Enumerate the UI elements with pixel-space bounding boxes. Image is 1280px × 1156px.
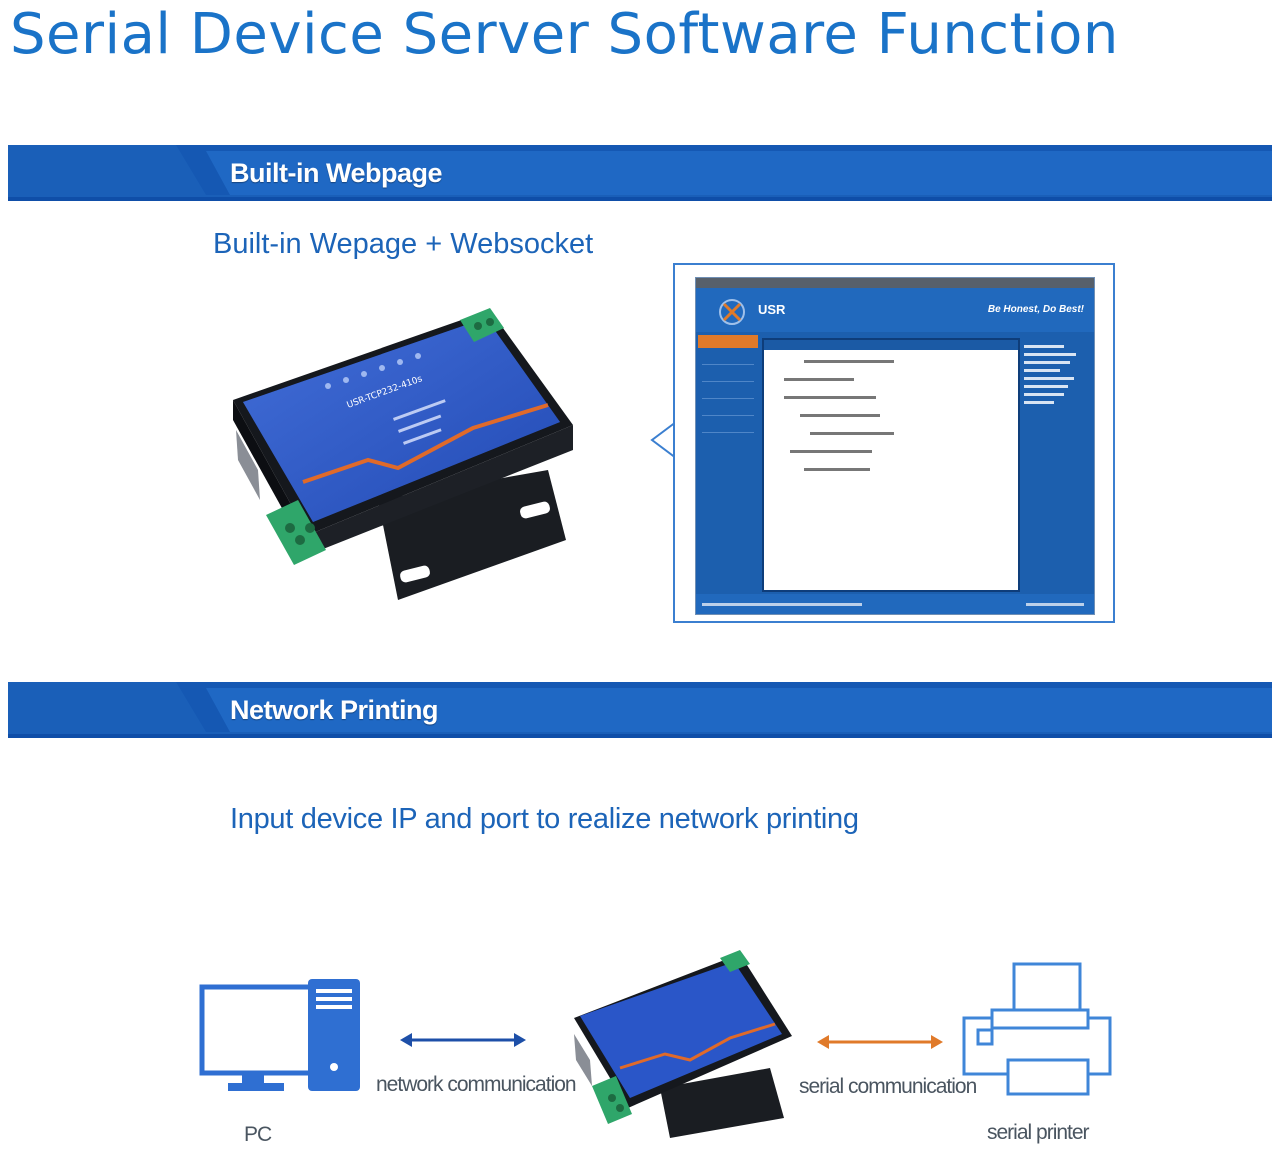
serial-device-server-small-image <box>570 948 800 1153</box>
webpage-screenshot: USR Be Honest, Do Best! <box>673 263 1115 623</box>
web-text-line <box>804 468 870 471</box>
section-banner-printing: Network Printing <box>8 682 1272 738</box>
serial-arrow-icon <box>815 1032 945 1057</box>
web-text-line <box>804 360 894 363</box>
banner-label: Network Printing <box>230 695 439 725</box>
web-menu-item[interactable] <box>702 351 754 365</box>
web-text-line <box>800 414 880 417</box>
pc-icon <box>198 975 368 1110</box>
web-window-titlebar <box>696 278 1094 288</box>
webpage-subheading: Built-in Wepage + Websocket <box>213 228 594 260</box>
section-banner-webpage: Built-in Webpage <box>8 145 1272 201</box>
web-menu-item[interactable] <box>702 419 754 433</box>
network-link-label: network communication <box>376 1073 577 1096</box>
serial-link-label: serial communication <box>799 1075 977 1098</box>
web-text-line <box>784 396 876 399</box>
web-config-window: USR Be Honest, Do Best! <box>695 277 1095 615</box>
web-sidebar-menu <box>696 332 760 584</box>
web-slogan: Be Honest, Do Best! <box>987 304 1084 315</box>
web-help-panel <box>1020 340 1086 590</box>
web-text-line <box>784 378 854 381</box>
printer-label: serial printer <box>987 1121 1090 1144</box>
usr-logo-icon <box>719 299 745 325</box>
banner-shape <box>8 145 1272 201</box>
web-menu-item[interactable] <box>702 385 754 399</box>
printing-subheading: Input device IP and port to realize netw… <box>230 803 859 835</box>
web-header: USR Be Honest, Do Best! <box>696 288 1094 332</box>
web-footer <box>696 594 1094 614</box>
web-menu-item[interactable] <box>702 368 754 382</box>
banner-shape <box>8 682 1272 738</box>
web-text-line <box>790 450 872 453</box>
web-menu-item[interactable] <box>702 402 754 416</box>
printer-icon <box>958 958 1118 1103</box>
web-panel-header <box>764 340 1018 350</box>
web-main-panel <box>762 338 1020 592</box>
pc-label: PC <box>244 1123 272 1146</box>
web-menu-item[interactable] <box>698 335 758 348</box>
web-text-line <box>810 432 894 435</box>
network-arrow-icon <box>398 1030 528 1055</box>
web-brand: USR <box>758 302 786 317</box>
terminal-block-icon <box>460 308 504 342</box>
serial-device-server-image: USR-TCP232-410s <box>228 300 578 625</box>
banner-label: Built-in Webpage <box>230 158 443 188</box>
page-title: Serial Device Server Software Function <box>10 2 1119 67</box>
